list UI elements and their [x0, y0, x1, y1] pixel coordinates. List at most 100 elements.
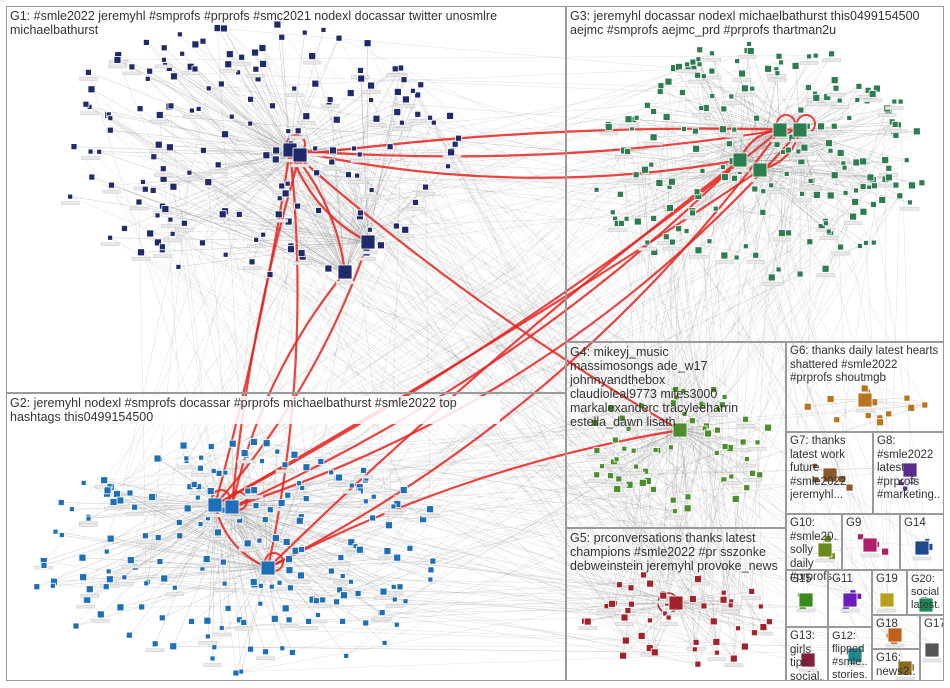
node-label-tag [115, 582, 134, 586]
inter-edge [629, 151, 799, 485]
node-label-tag [76, 604, 95, 609]
inter-edge-small-group [633, 119, 906, 670]
node-g4 [593, 471, 601, 479]
group-label-g18: G18 [876, 618, 898, 630]
intra-edge-g2 [267, 567, 351, 583]
node-label-tag [795, 152, 814, 156]
node-g1 [401, 225, 410, 234]
inter-edge [403, 160, 802, 491]
node-g5 [720, 589, 727, 596]
node-g1 [161, 56, 167, 63]
node-label-tag [145, 648, 165, 653]
node-g5 [583, 617, 592, 626]
node-label-tag [638, 247, 657, 251]
inter-edge [626, 218, 718, 431]
node-g3 [778, 59, 784, 66]
node-g1 [167, 102, 175, 110]
intra-edge-g3 [750, 51, 781, 131]
node-g1 [159, 165, 167, 173]
inter-edge-small-group [360, 490, 826, 544]
inter-edge [110, 538, 628, 611]
node-g2 [106, 534, 115, 543]
intra-edge-g1 [223, 28, 291, 151]
inter-edge [253, 441, 675, 512]
intra-edge-g3 [654, 129, 781, 253]
node-g3 [854, 97, 861, 103]
inter-edge [169, 96, 732, 148]
node-g1 [252, 65, 260, 73]
node-g1 [363, 39, 372, 48]
inter-edge-small-group [698, 59, 926, 602]
node-g2 [276, 579, 283, 586]
node-g3 [863, 240, 869, 246]
node-g1 [345, 171, 352, 179]
node-g1 [377, 241, 385, 250]
node-g9 [881, 547, 890, 556]
node-label-tag [163, 238, 182, 243]
node-label-tag [722, 101, 741, 105]
inter-edge [337, 177, 871, 479]
inter-edge [140, 252, 424, 520]
node-label-tag [858, 95, 878, 99]
intra-edge-g3 [666, 116, 741, 161]
intra-edge-g1 [184, 154, 301, 224]
node-g1 [195, 106, 202, 112]
node-g2 [49, 582, 56, 589]
inter-edge-small-group [405, 99, 906, 670]
inter-edge [675, 186, 870, 390]
intra-edge-g2 [130, 504, 216, 561]
node-g1 [402, 95, 410, 104]
intra-edge-g2 [267, 509, 271, 569]
node-g2 [270, 614, 279, 623]
node-label-tag [346, 550, 365, 555]
intra-edge-g2 [267, 567, 313, 600]
inter-edge [664, 425, 707, 614]
intra-edge-g3 [799, 121, 893, 131]
node-g2 [247, 645, 254, 653]
node-g2 [183, 504, 192, 513]
node-g3 [821, 264, 830, 273]
node-label-tag [131, 257, 151, 261]
node-g1 [308, 52, 317, 60]
inter-edge-small-group [338, 477, 853, 594]
node-g2 [249, 438, 258, 446]
intra-edge-g5 [675, 602, 761, 607]
node-g4 [710, 386, 718, 394]
inter-edge [164, 109, 802, 579]
node-g3 [738, 69, 746, 78]
inter-edge-small-group [754, 188, 843, 480]
inter-edge [359, 154, 735, 659]
intra-edge-g2 [222, 509, 269, 569]
intra-edge-g2 [89, 504, 216, 590]
intra-edge-g2 [187, 508, 269, 569]
reciprocal-edge [214, 169, 761, 506]
group-label-g8: G8: #smle2022 latest #prprofs #marketing… [877, 435, 940, 501]
node-g3 [842, 190, 849, 196]
inter-edge [153, 190, 731, 449]
node-g3 [812, 191, 821, 199]
inter-edge [211, 86, 860, 447]
node-label-tag [129, 206, 149, 211]
inter-edge [607, 124, 685, 415]
node-g2 [103, 486, 112, 495]
inter-edge [261, 245, 292, 462]
inter-edge-small-group [417, 114, 854, 593]
node-g6 [903, 394, 911, 402]
node-g4 [642, 467, 650, 475]
node-label-tag [843, 221, 863, 225]
node-g1 [154, 238, 162, 247]
hub-node-g13 [800, 652, 816, 668]
intra-edge-g2 [267, 490, 361, 569]
inter-edge [433, 122, 620, 479]
node-g5 [729, 654, 738, 663]
node-label-tag [342, 490, 362, 494]
node-g5 [627, 584, 635, 592]
node-label-tag [644, 142, 663, 146]
node-g5 [637, 631, 646, 640]
hub-label-tag [258, 576, 278, 581]
node-label-tag [275, 469, 295, 474]
intra-edge-g2 [173, 506, 233, 647]
node-g2 [257, 582, 264, 589]
node-g3 [709, 93, 716, 99]
node-g2 [290, 450, 299, 459]
